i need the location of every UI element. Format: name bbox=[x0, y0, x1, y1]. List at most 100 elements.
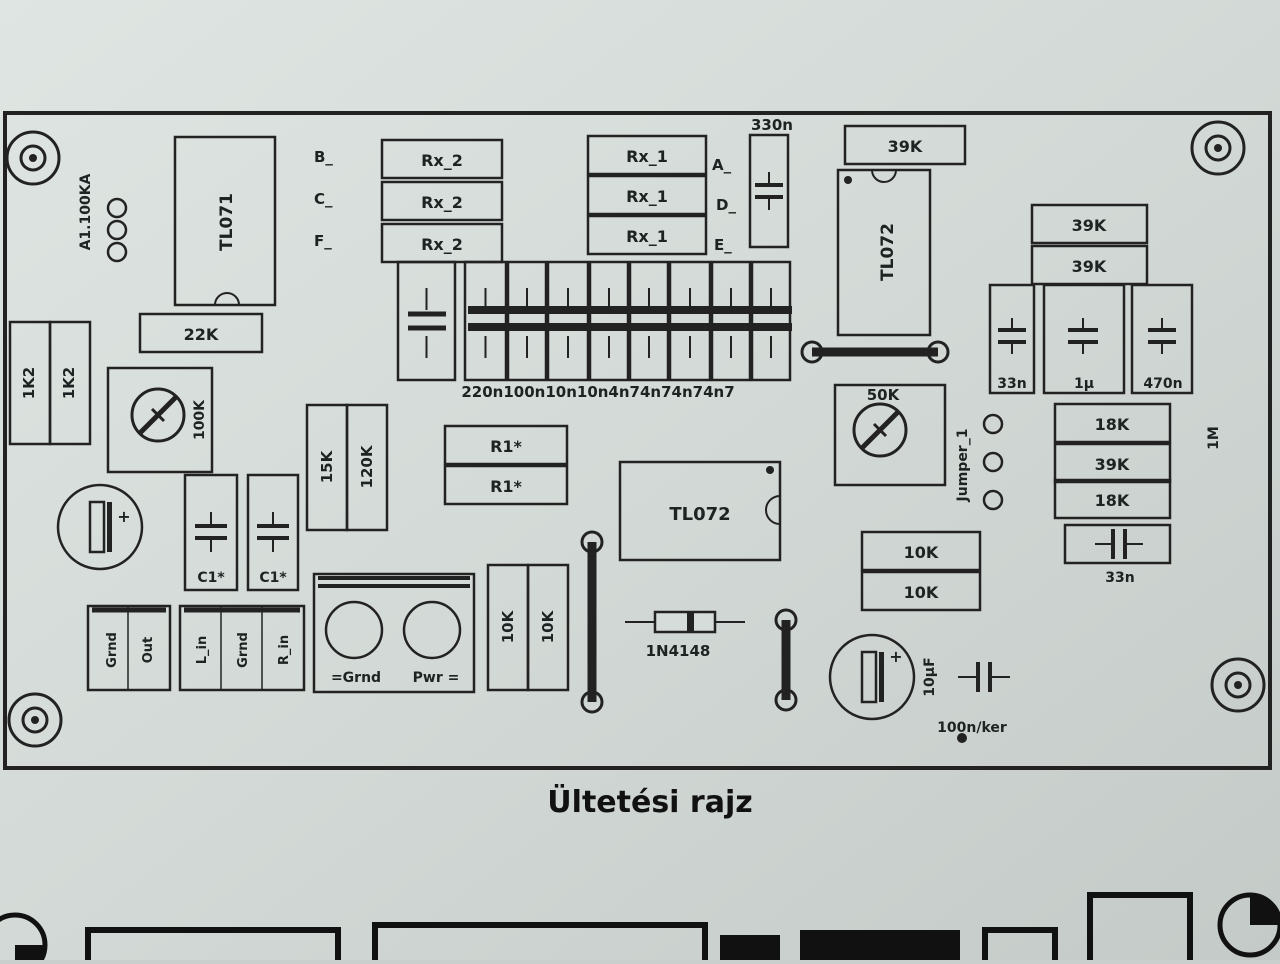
pin-label-f: F_ bbox=[314, 232, 332, 250]
wire-bridge-center bbox=[580, 530, 604, 714]
resistor-18k-b-label: 18K bbox=[1095, 491, 1130, 510]
filter-capacitor-row bbox=[396, 260, 792, 382]
ic-u2-label: TL072 bbox=[878, 223, 898, 281]
connector-grnd-label: Grnd bbox=[105, 632, 120, 668]
capacitor-c1-a: C1* bbox=[183, 473, 239, 592]
resistor-10k-a-label: 10K bbox=[904, 543, 939, 562]
resistor-39k-a-label: 39K bbox=[1072, 216, 1107, 235]
diode-label: 1N4148 bbox=[646, 642, 711, 660]
resistor-rx1-d: Rx_1 bbox=[586, 174, 708, 216]
connector-power-pwr-label: Pwr = bbox=[413, 670, 460, 686]
potentiometer-50k-label: 50K bbox=[867, 386, 901, 404]
filter-capacitor-4 bbox=[546, 260, 590, 382]
filter-capacitor-5 bbox=[588, 260, 630, 382]
resistor-120k-label: 120K bbox=[358, 444, 376, 488]
capacitor-1u: 1μ bbox=[1042, 283, 1126, 395]
resistor-18k-a: 18K bbox=[1053, 402, 1172, 444]
capacitor-470n-label: 470n bbox=[1143, 376, 1182, 392]
resistor-22k-label: 22K bbox=[184, 325, 219, 344]
resistor-39k-c: 39K bbox=[1053, 442, 1172, 484]
resistor-r1-a: R1* bbox=[443, 424, 569, 466]
capacitor-33n-b: 33n bbox=[1063, 523, 1172, 586]
mounting-hole-top-left bbox=[5, 130, 61, 186]
side-mark-label: 1M bbox=[1206, 426, 1222, 450]
resistor-1k2-b-label: 1K2 bbox=[60, 367, 78, 400]
ic-u1: TL071 bbox=[173, 135, 277, 307]
ic-u3: TL072 bbox=[618, 460, 782, 562]
capacitor-33n-a-label: 33n bbox=[997, 376, 1026, 392]
wire-bridge-right bbox=[774, 608, 798, 712]
electrolytic-capacitor-left: + bbox=[56, 483, 144, 571]
resistor-39k-b-label: 39K bbox=[1072, 257, 1107, 276]
diode-1n4148: 1N4148 bbox=[625, 610, 745, 660]
capacitor-33n-a: 33n bbox=[988, 283, 1036, 395]
connector-r-in-label: R_in bbox=[277, 635, 292, 665]
potentiometer-100k: 100K bbox=[106, 366, 214, 474]
pin-label-b: B_ bbox=[314, 148, 333, 166]
pin-label-d: D_ bbox=[716, 196, 736, 214]
capacitor-100n-ker: 100n/ker bbox=[937, 662, 1010, 743]
connector-output: Grnd Out bbox=[86, 604, 172, 692]
page-title: Ültetési rajz bbox=[547, 783, 752, 820]
connector-l-in-label: L_in bbox=[195, 636, 210, 665]
pin-label-a: A_ bbox=[712, 156, 732, 174]
resistor-rx2-f-label: Rx_2 bbox=[421, 235, 463, 254]
resistor-rx1-e: Rx_1 bbox=[586, 214, 708, 256]
board-outline bbox=[3, 111, 1272, 770]
resistor-18k-b: 18K bbox=[1053, 478, 1172, 520]
pin-label-e: E_ bbox=[714, 236, 732, 254]
resistor-rx2-c: Rx_2 bbox=[380, 180, 504, 222]
wire-bridge-top bbox=[800, 340, 950, 364]
resistor-rx1-e-label: Rx_1 bbox=[626, 227, 668, 246]
next-diagram-fragment bbox=[0, 892, 1280, 964]
connector-out-label: Out bbox=[141, 637, 156, 664]
filter-capacitor-9 bbox=[750, 260, 792, 382]
filter-capacitor-1 bbox=[396, 260, 457, 382]
capacitor-c1-b: C1* bbox=[246, 473, 300, 592]
connector-grnd2-label: Grnd bbox=[236, 632, 251, 668]
resistor-10k-b: 10K bbox=[860, 570, 982, 612]
potentiometer-a1-100ka: A1.100KA bbox=[78, 173, 128, 263]
resistor-15k-label: 15K bbox=[318, 449, 336, 483]
capacitor-470n: 470n bbox=[1130, 283, 1194, 395]
resistor-10k-b-label: 10K bbox=[904, 583, 939, 602]
resistor-39k-a: 39K bbox=[1030, 203, 1149, 245]
connector-power-grnd-label: =Grnd bbox=[331, 670, 381, 686]
resistor-rx1-d-label: Rx_1 bbox=[626, 187, 668, 206]
electrolytic-capacitor-10uf: + 10μF bbox=[828, 633, 938, 721]
resistor-22k: 22K bbox=[138, 312, 264, 354]
filter-capacitor-values: 220n100n10n10n4n74n74n74n7 bbox=[461, 383, 734, 401]
resistor-10k-a: 10K bbox=[860, 530, 982, 572]
filter-capacitor-6 bbox=[628, 260, 670, 382]
jumper-1: Jumper_1 bbox=[955, 413, 1004, 511]
resistor-r1-b: R1* bbox=[443, 464, 569, 506]
capacitor-330n-label: 330n bbox=[751, 116, 793, 134]
svg-text:+: + bbox=[889, 647, 902, 666]
resistor-120k: 120K bbox=[345, 403, 389, 532]
capacitor-330n: 330n bbox=[748, 116, 793, 249]
resistor-39k-top: 39K bbox=[843, 124, 967, 166]
capacitor-1u-label: 1μ bbox=[1074, 376, 1094, 392]
resistor-r1-a-label: R1* bbox=[490, 437, 522, 456]
filter-capacitor-3 bbox=[506, 260, 548, 382]
jumper-label: Jumper_1 bbox=[955, 429, 971, 503]
capacitor-c1-b-label: C1* bbox=[259, 570, 287, 586]
filter-capacitor-8 bbox=[710, 260, 752, 382]
ic-u2: TL072 bbox=[836, 168, 932, 337]
potentiometer-100k-label: 100K bbox=[192, 399, 208, 440]
resistor-r1-b-label: R1* bbox=[490, 477, 522, 496]
capacitor-33n-b-label: 33n bbox=[1105, 570, 1134, 586]
resistor-rx2-c-label: Rx_2 bbox=[421, 193, 463, 212]
mounting-hole-top-right bbox=[1190, 120, 1246, 176]
svg-text:+: + bbox=[117, 507, 130, 526]
resistor-10k-d: 10K bbox=[526, 563, 570, 692]
resistor-rx2-b: Rx_2 bbox=[380, 138, 504, 180]
capacitor-100n-label: 100n/ker bbox=[937, 720, 1007, 736]
resistor-1k2-b: 1K2 bbox=[48, 320, 92, 446]
resistor-1k2-a-label: 1K2 bbox=[20, 367, 38, 400]
capacitor-c1-a-label: C1* bbox=[197, 570, 225, 586]
resistor-10k-d-label: 10K bbox=[539, 609, 557, 643]
resistor-rx1-a: Rx_1 bbox=[586, 134, 708, 176]
capacitor-10uf-label: 10μF bbox=[922, 657, 938, 696]
